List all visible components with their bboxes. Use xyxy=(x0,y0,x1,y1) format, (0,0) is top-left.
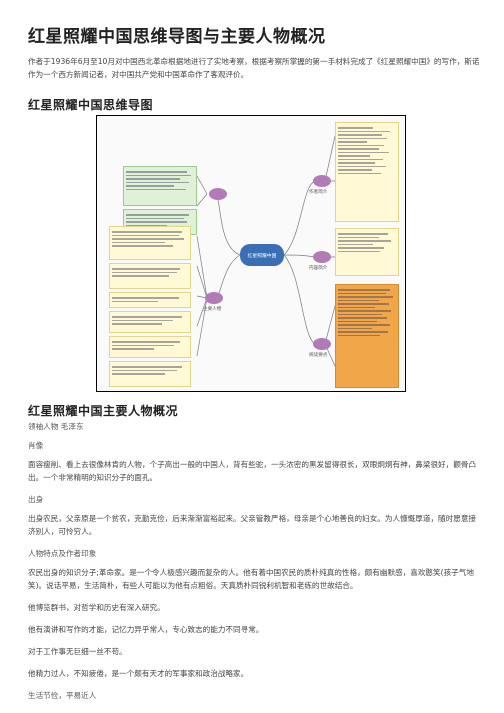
intro-paragraph: 作者于1936年6月至10月对中国西北革命根据地进行了实地考察，根据考察所掌握的… xyxy=(28,57,480,79)
section-label: 领袖人物 毛泽东 xyxy=(28,422,84,431)
section-paragraph: 他精力过人，不知疲倦，是一个颇有天才的军事家和政治战略家。 xyxy=(28,669,249,678)
card-green-1 xyxy=(123,166,197,206)
label-reading-points: 阅读要点 xyxy=(309,353,328,358)
section-label: 人物特点及作者印象 xyxy=(28,549,97,558)
section-paragraph: 面容瘦削、看上去很像林肯的人物，个子高出一般的中国人，背有些驼，一头浓密的黑发留… xyxy=(28,460,477,482)
page-title: 红星照耀中国思维导图与主要人物概况 xyxy=(28,27,326,47)
connector-left-leaves xyxy=(196,175,208,357)
node-right-bottom xyxy=(313,338,331,350)
card-yellow-4 xyxy=(109,311,191,333)
label-author-intro: 作者简介 xyxy=(309,190,328,195)
connector-right-bottom xyxy=(283,254,316,345)
section-paragraph: 他有演讲和写作的才能，记忆力异乎常人，专心致志的能力不同寻常。 xyxy=(28,625,264,634)
card-yellow-5 xyxy=(109,336,191,358)
connector-left xyxy=(214,254,241,299)
node-right-mid xyxy=(313,251,331,263)
connector-right-mid xyxy=(283,254,316,258)
mindmap-image: 主要人物 红星照耀中国 作者简介 内容简介 阅读要点 xyxy=(96,115,406,392)
mindmap-center-node: 红星照耀中国 xyxy=(240,244,284,266)
mindmap-heading: 红星照耀中国思维导图 xyxy=(28,98,154,112)
section-label: 肖像 xyxy=(28,441,44,450)
section-paragraph: 他博览群书，对哲学和历史有深入研究。 xyxy=(28,603,165,612)
node-left xyxy=(205,292,223,304)
card-yellow-6 xyxy=(109,361,191,387)
card-yellow-2 xyxy=(109,263,191,289)
card-right-content xyxy=(335,228,399,276)
connector-right-top xyxy=(283,180,316,256)
node-right-top xyxy=(313,175,331,187)
characters-sections: 领袖人物 毛泽东肖像面容瘦削、看上去很像林肯的人物，个子高出一般的中国人，背有些… xyxy=(28,420,480,708)
label-content-intro: 内容简介 xyxy=(309,266,328,271)
section-label: 生活节俭，平易近人 xyxy=(28,691,97,700)
card-yellow-3 xyxy=(109,292,191,308)
node-left-top xyxy=(209,188,227,200)
characters-heading: 红星照耀中国主要人物概况 xyxy=(28,404,179,418)
card-right-reading xyxy=(335,284,399,388)
card-right-author xyxy=(335,122,399,222)
section-paragraph: 出身农民，父亲原是一个贫农，克勤克俭，后来渐渐富裕起来。父亲管教严格，母亲是个心… xyxy=(28,514,477,536)
section-label: 出身 xyxy=(28,495,44,504)
label-main-characters: 主要人物 xyxy=(203,307,222,312)
card-yellow-1 xyxy=(109,226,191,260)
section-paragraph: 农民出身的知识分子;革命家。是一个令人极感兴趣而复杂的人。他有着中国农民的质朴纯… xyxy=(28,568,474,590)
connector-top-left xyxy=(214,193,241,256)
section-paragraph: 对于工作事无巨细一丝不苟。 xyxy=(28,647,127,656)
